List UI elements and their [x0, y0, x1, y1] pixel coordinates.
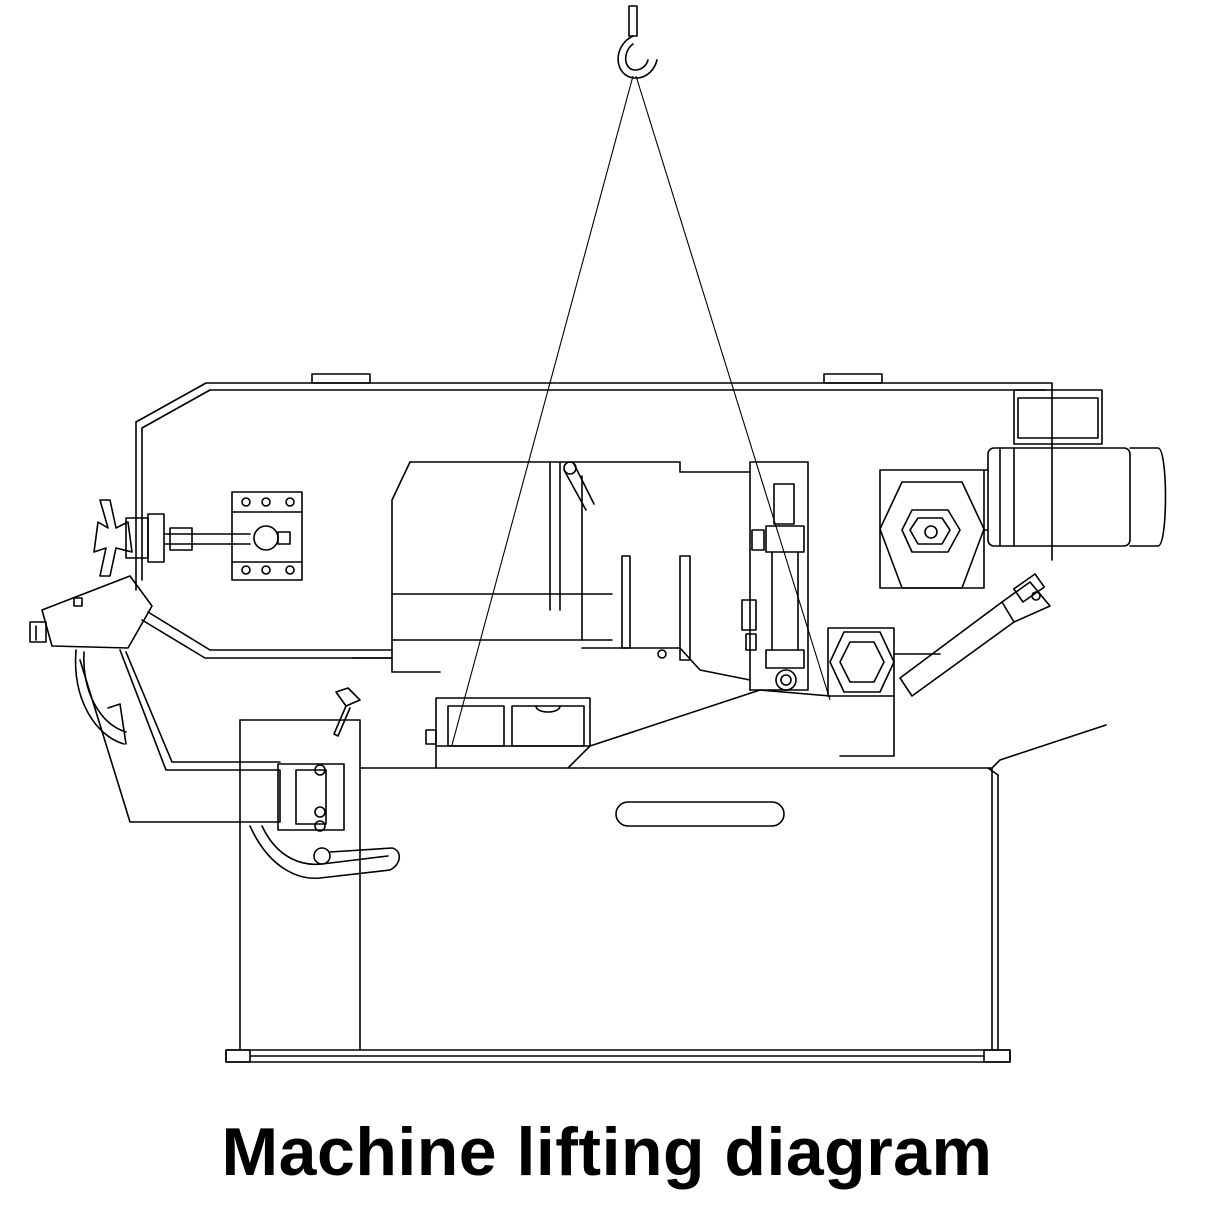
work-table — [352, 658, 830, 768]
drive-column — [742, 462, 808, 690]
hydraulic-cylinder — [900, 574, 1050, 696]
vise-jaw — [232, 492, 302, 580]
pivot-bracket — [278, 764, 344, 831]
saw-bow-frame — [136, 374, 1052, 658]
idler-pulley — [828, 628, 940, 756]
diagram-caption: Machine lifting diagram — [221, 1114, 993, 1190]
crane-hook-icon — [618, 6, 657, 78]
lever-handle — [250, 826, 399, 878]
base-cabinet — [240, 720, 1106, 1050]
lifting-sling — [452, 76, 830, 745]
vise-handwheel — [94, 500, 250, 576]
motor — [984, 390, 1166, 546]
machine-lifting-drawing — [0, 0, 1214, 1100]
control-box — [30, 576, 152, 648]
gearbox — [880, 470, 984, 588]
blade-guard — [392, 462, 750, 680]
clamp-lever — [334, 688, 360, 736]
base-plate — [226, 1050, 1010, 1062]
support-arm — [76, 650, 280, 822]
